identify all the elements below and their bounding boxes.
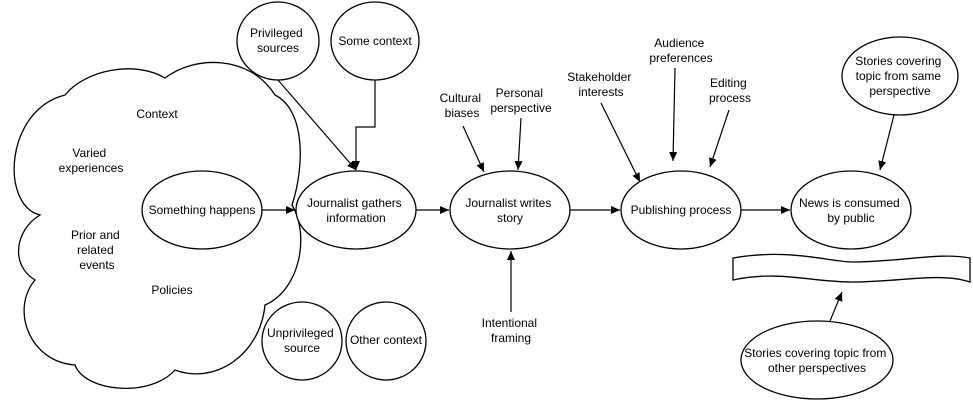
unprivileged-source-label: Unprivileged source <box>267 326 337 355</box>
journalist-writes-node[interactable]: Journalist writes story <box>449 170 571 250</box>
unprivileged-source-node[interactable]: Unprivileged source <box>261 301 343 381</box>
arrow-editing-to-publishing <box>709 109 730 168</box>
cultural-biases-label: Cultural biases <box>440 91 485 120</box>
some-context-label: Some context <box>338 34 412 48</box>
edges <box>262 67 895 322</box>
something-happens-label: Something happens <box>149 203 256 217</box>
context-label: Context <box>136 107 178 121</box>
news-stream-banner <box>732 253 971 283</box>
journalist-writes-label: Journalist writes story <box>465 196 554 225</box>
policies-label: Policies <box>151 283 192 297</box>
other-context-label: Other context <box>350 333 423 347</box>
arrow-same-perspective-to-consumed <box>878 114 895 171</box>
arrow-stakeholder-to-publishing <box>600 102 641 183</box>
audience-preferences-label: Audience preferences <box>649 36 712 65</box>
publishing-process-node[interactable]: Publishing process <box>620 170 742 250</box>
some-context-node[interactable]: Some context <box>330 1 420 81</box>
varied-experiences-label: Varied experiences <box>59 146 124 175</box>
privileged-sources-label: Privileged sources <box>250 26 306 55</box>
editing-process-label: Editing process <box>709 76 751 105</box>
personal-perspective-label: Personal perspective <box>490 86 552 115</box>
prior-events-label: Prior and related events <box>71 228 123 272</box>
arrow-other-perspectives-to-banner <box>829 291 843 322</box>
stakeholder-interests-label: Stakeholder interests <box>567 70 634 99</box>
arrow-personal-to-writes <box>514 117 523 171</box>
same-perspective-node[interactable]: Stories covering topic from same perspec… <box>841 36 959 116</box>
arrow-privileged-to-gathers <box>277 79 357 171</box>
other-context-node[interactable]: Other context <box>345 301 427 381</box>
journalist-gathers-node[interactable]: Journalist gathers information <box>295 170 417 250</box>
arrow-cultural-to-writes <box>462 125 485 173</box>
arrow-audience-to-publishing <box>669 67 678 162</box>
same-perspective-label: Stories covering topic from same perspec… <box>855 54 944 98</box>
something-happens-node[interactable]: Something happens <box>141 170 263 250</box>
intentional-framing-label: Intentional framing <box>482 316 541 345</box>
publishing-process-label: Publishing process <box>631 203 732 217</box>
news-consumed-label: News is consumed by public <box>799 196 903 225</box>
privileged-sources-node[interactable]: Privileged sources <box>236 1 320 81</box>
other-perspectives-node[interactable]: Stories covering topic from other perspe… <box>740 320 894 400</box>
journalist-gathers-label: Journalist gathers information <box>307 196 405 225</box>
news-consumed-node[interactable]: News is consumed by public <box>790 170 912 250</box>
other-perspectives-label: Stories covering topic from other perspe… <box>744 346 889 375</box>
arrow-context-to-gathers <box>352 80 376 170</box>
